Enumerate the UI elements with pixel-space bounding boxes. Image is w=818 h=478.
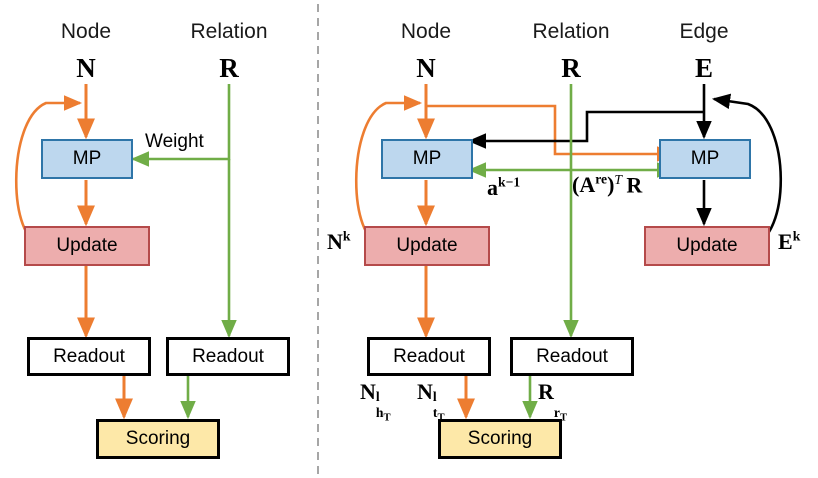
e-k-exponent: k: [792, 229, 801, 244]
n-tail-superscript: l: [432, 389, 437, 405]
n-head-subsubscript: T: [383, 412, 391, 424]
are-superscript-transpose: T: [614, 172, 622, 187]
a-prev-exponent: k−1: [498, 175, 521, 190]
are-open: (A: [572, 172, 596, 198]
right-symbol-n: N: [416, 53, 436, 83]
a-prev-base: a: [487, 175, 498, 201]
r-rel-subscript: r: [553, 404, 560, 420]
right-edge-label-a-prev: ak−1: [487, 175, 520, 201]
are-close: ): [607, 172, 615, 198]
left-box-readout-node[interactable]: Readout: [27, 337, 151, 376]
are-tail-r: R: [626, 172, 643, 198]
n-k-exponent: k: [342, 229, 351, 244]
left-box-mp[interactable]: MP: [41, 139, 133, 179]
right-box-mp-edge[interactable]: MP: [659, 139, 751, 179]
left-column-label-node: Node: [60, 20, 112, 43]
r-rel-subsubscript: T: [559, 412, 568, 424]
right-edge-label-n-tail: N l tT: [417, 379, 447, 423]
left-edge-label-weight: Weight: [145, 131, 204, 152]
right-box-update-node[interactable]: Update: [364, 226, 490, 266]
n-head-superscript: l: [375, 389, 380, 405]
right-edge-label-n-k: Nk: [327, 229, 350, 255]
left-symbol-n: N: [76, 53, 96, 83]
n-tail-subsubscript: T: [437, 412, 445, 424]
r-rel-base: R: [538, 379, 554, 404]
n-head-subscript: h: [375, 404, 384, 420]
n-k-base: N: [327, 229, 343, 255]
left-symbol-r: R: [219, 53, 239, 83]
right-box-scoring[interactable]: Scoring: [438, 419, 562, 459]
n-head-base: N: [360, 379, 376, 404]
left-box-update[interactable]: Update: [24, 226, 150, 266]
right-column-label-edge: Edge: [679, 20, 729, 43]
right-column-label-node: Node: [400, 20, 452, 43]
left-box-readout-relation[interactable]: Readout: [166, 337, 290, 376]
right-edge-label-n-head: N l hT: [360, 379, 391, 423]
are-superscript-re: re: [595, 172, 608, 187]
right-column-label-relation: Relation: [532, 20, 610, 43]
left-box-scoring[interactable]: Scoring: [96, 419, 220, 459]
e-k-base: E: [778, 229, 793, 255]
right-edge-label-e-k: Ek: [778, 229, 800, 255]
right-box-mp-node[interactable]: MP: [381, 139, 473, 179]
right-edge-label-r-rel: R rT: [538, 379, 570, 423]
right-box-readout-node[interactable]: Readout: [367, 337, 491, 376]
right-edge-label-are-transpose-r: (Are)T R: [572, 172, 642, 198]
right-box-readout-relation[interactable]: Readout: [510, 337, 634, 376]
right-symbol-r: R: [561, 53, 581, 83]
right-symbol-e: E: [694, 53, 713, 83]
left-column-label-relation: Relation: [190, 20, 268, 43]
right-black-edge-to-mp-node: [467, 110, 704, 149]
n-tail-base: N: [417, 379, 433, 404]
n-tail-subscript: t: [432, 404, 438, 420]
right-box-update-edge[interactable]: Update: [644, 226, 770, 266]
